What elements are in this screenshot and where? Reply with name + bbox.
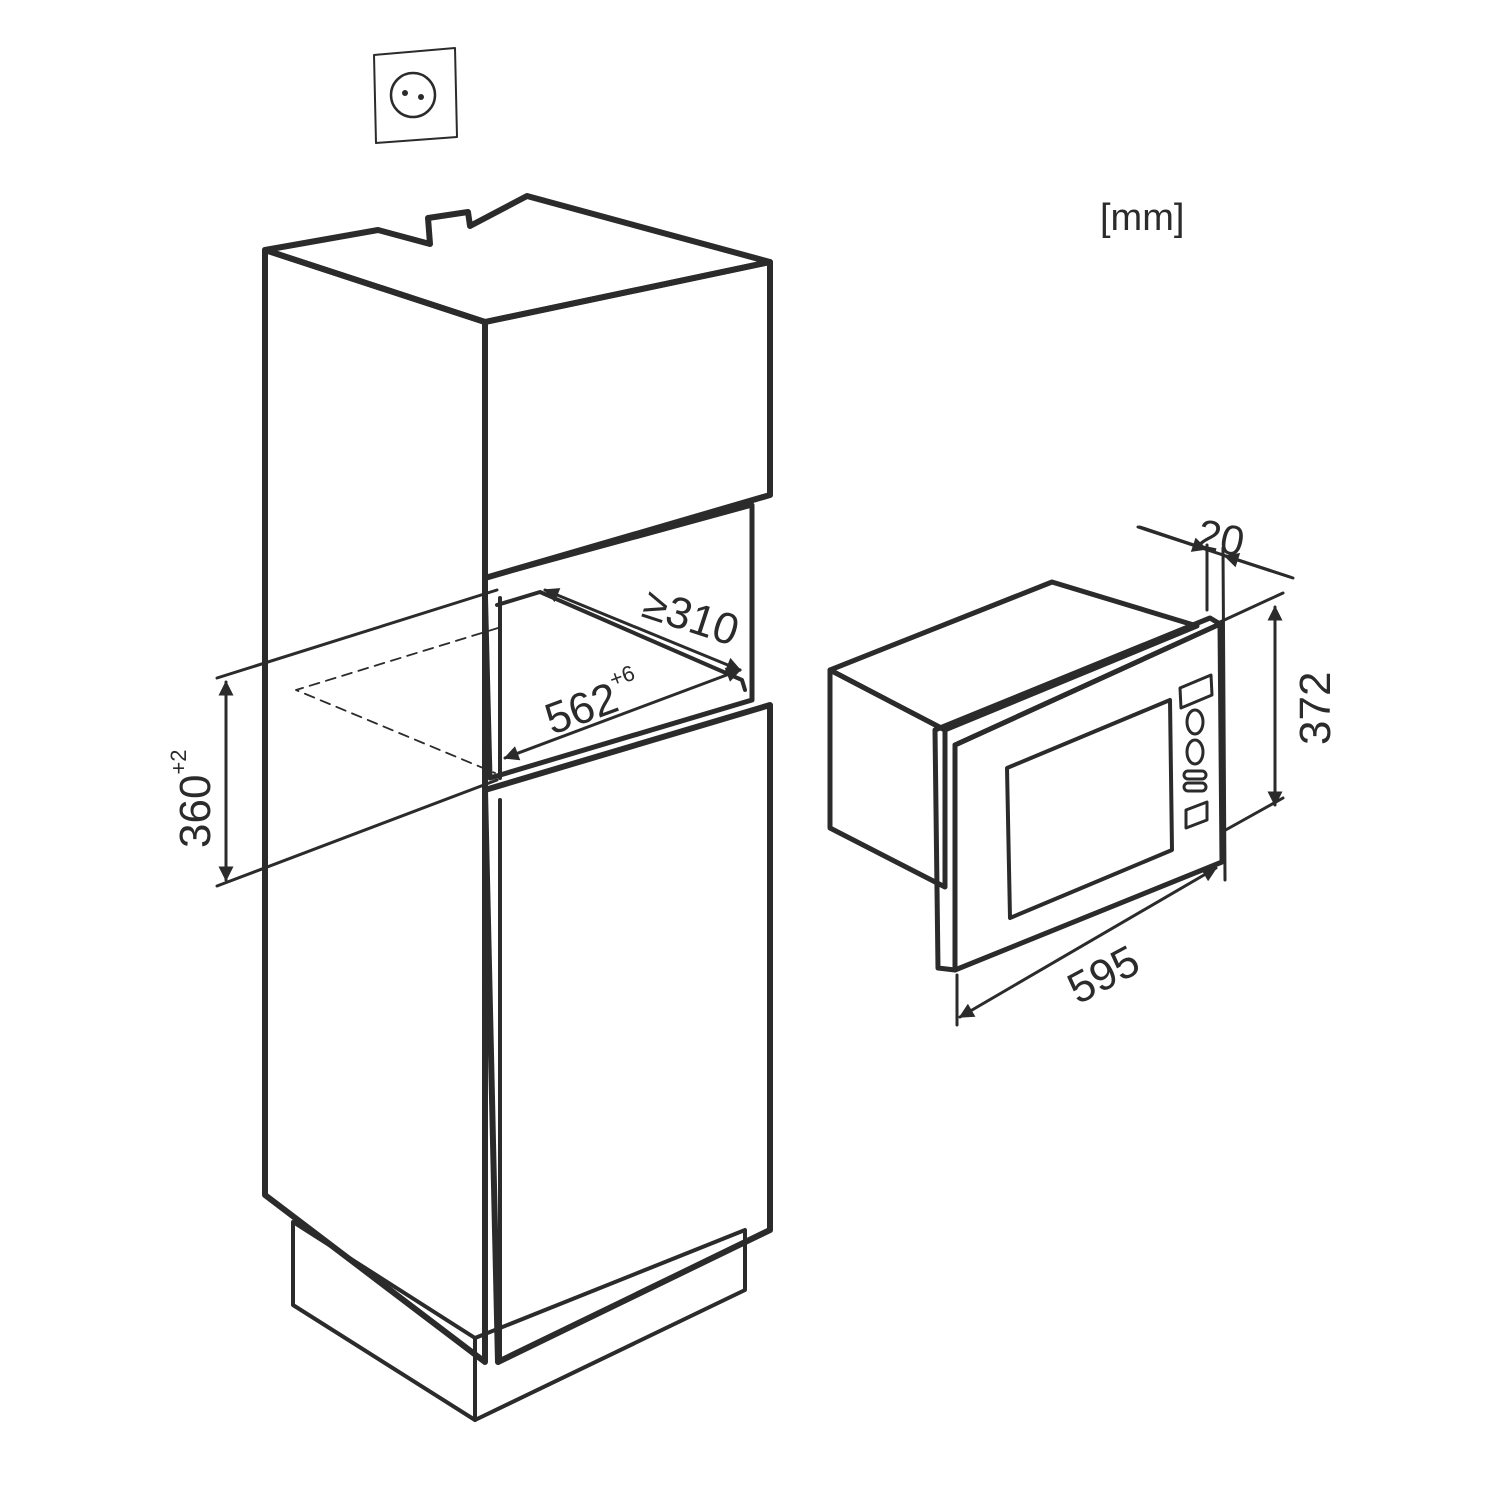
width-label: 562+6 bbox=[537, 660, 648, 744]
lower-door bbox=[482, 702, 773, 1365]
appliance-width-dimension-line bbox=[958, 866, 1218, 1019]
microwave-window bbox=[1005, 698, 1174, 920]
cabinet-top bbox=[262, 193, 773, 325]
width-dimension-line bbox=[503, 667, 742, 761]
control-buttons bbox=[1182, 769, 1208, 781]
door-button bbox=[1184, 800, 1209, 830]
depth-dimension-line bbox=[543, 588, 742, 672]
unit-label: [mm] bbox=[1100, 197, 1184, 239]
built-in-microwave bbox=[827, 579, 1225, 973]
control-knob bbox=[1185, 738, 1205, 766]
height-label: 360+2 bbox=[166, 749, 220, 848]
appliance-height-label: 372 bbox=[1291, 672, 1340, 745]
appliance-width-label: 595 bbox=[1060, 936, 1148, 1014]
upper-door bbox=[482, 259, 773, 581]
appliance-dimensions: 20 372 595 bbox=[955, 510, 1340, 1027]
power-socket-icon bbox=[373, 47, 458, 144]
control-buttons bbox=[1182, 781, 1208, 793]
microwave-top bbox=[827, 579, 1200, 733]
niche-opening bbox=[482, 502, 755, 781]
microwave-frame bbox=[932, 615, 1223, 973]
frame-depth-label: 20 bbox=[1193, 510, 1248, 566]
niche-dimensions: ≥310 562+6 360+2 bbox=[166, 579, 745, 888]
display-panel bbox=[1178, 673, 1214, 710]
microwave-side bbox=[827, 667, 948, 890]
plinth-front bbox=[473, 1228, 747, 1422]
microwave-front bbox=[952, 621, 1225, 973]
control-knob bbox=[1185, 708, 1205, 736]
cabinet-side bbox=[262, 247, 488, 1365]
tall-cabinet bbox=[262, 193, 773, 1422]
plinth-side bbox=[291, 1220, 477, 1422]
depth-label: ≥310 bbox=[637, 579, 745, 656]
